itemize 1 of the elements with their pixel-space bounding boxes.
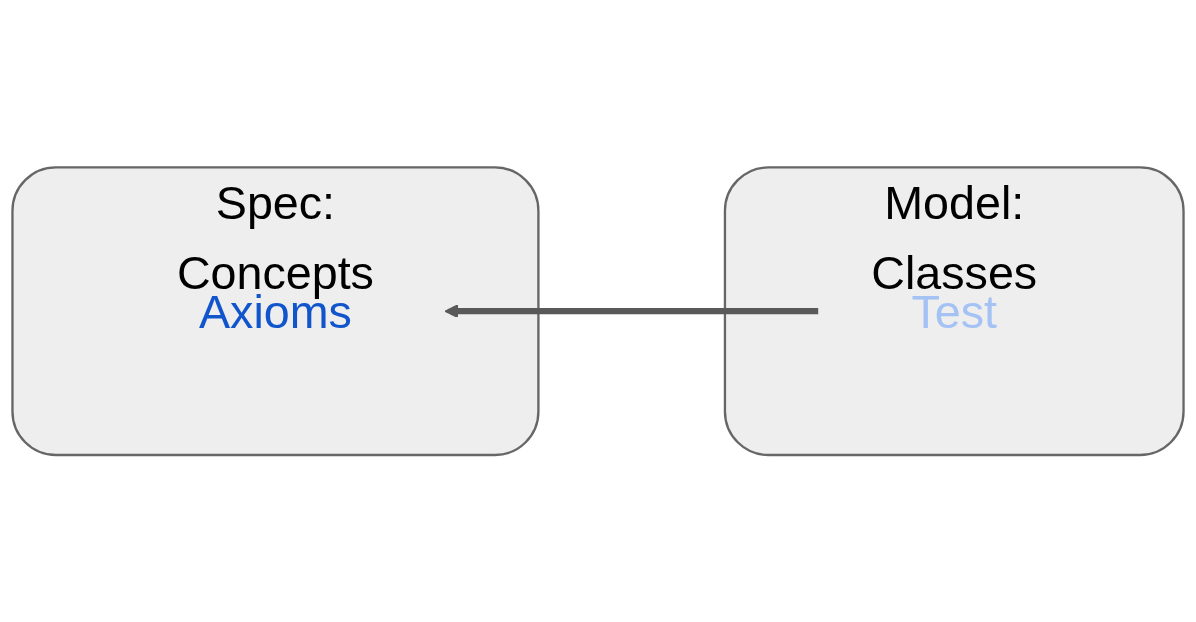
arrow: [444, 304, 819, 318]
